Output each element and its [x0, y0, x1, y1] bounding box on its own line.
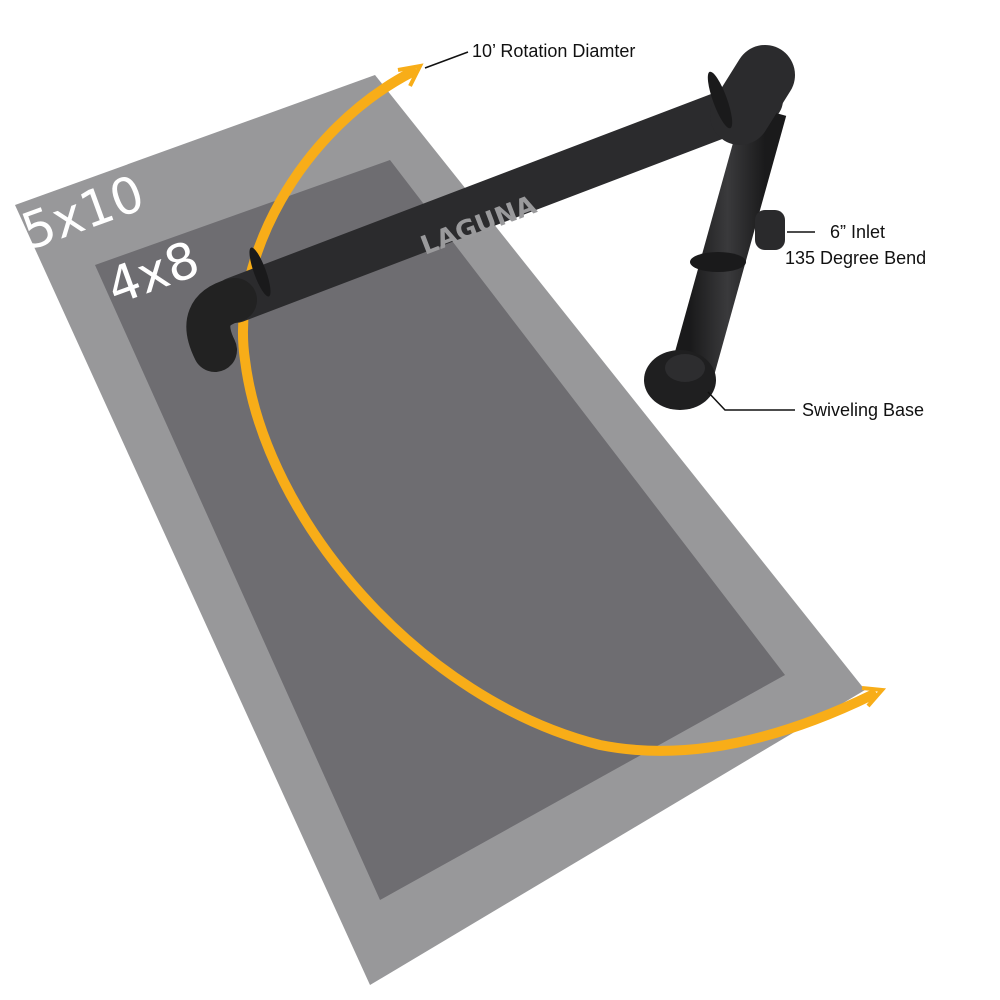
base-label: Swiveling Base — [802, 400, 924, 420]
rotation-arc — [238, 67, 877, 756]
rotation-leader — [424, 51, 469, 69]
bend-label: 135 Degree Bend — [785, 248, 926, 268]
base-leader — [707, 391, 795, 411]
inlet — [755, 210, 785, 250]
rotation-label: 10’ Rotation Diamter — [472, 41, 635, 61]
fume-arm: LAGUNA — [186, 45, 795, 410]
inner-table-4x8 — [95, 160, 785, 900]
inlet-label: 6” Inlet — [830, 222, 885, 242]
arrow-head-top-icon — [397, 63, 424, 87]
arrow-head-right-icon — [861, 686, 887, 708]
